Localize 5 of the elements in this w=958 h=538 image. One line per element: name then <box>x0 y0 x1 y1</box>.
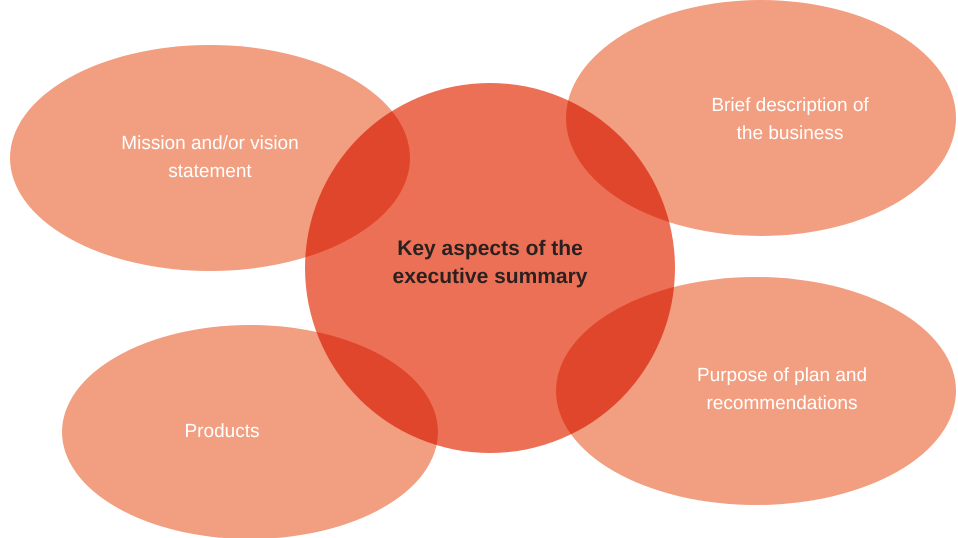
node-label: Brief description of the business <box>710 94 870 146</box>
node-label: Purpose of plan and recommendations <box>696 364 868 416</box>
node-label: Mission and/or vision statement <box>120 132 300 184</box>
node-label: Products <box>184 420 260 444</box>
node-label: Key aspects of the executive summary <box>392 236 588 290</box>
